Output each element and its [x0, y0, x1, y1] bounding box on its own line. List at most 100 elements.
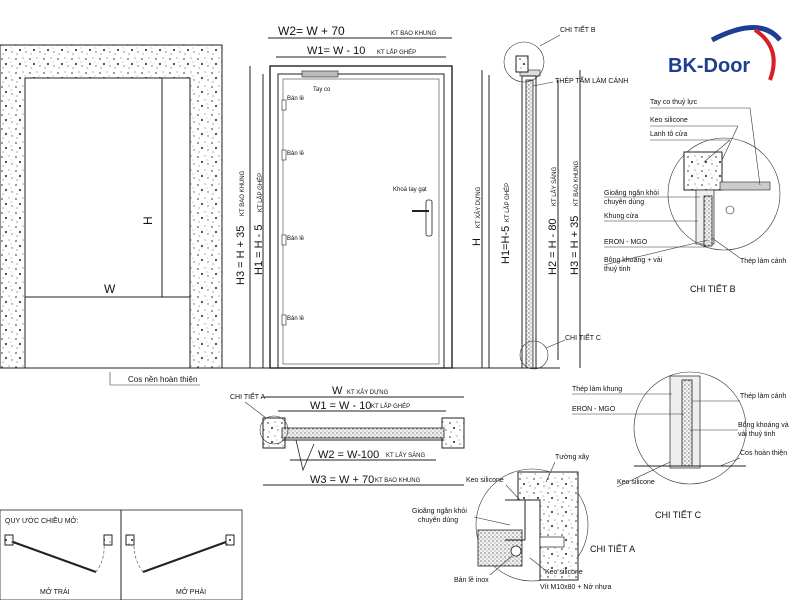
- lintel-section: [683, 151, 723, 191]
- detail-a-tag: CHI TIẾT A: [230, 391, 265, 401]
- plan-w-note: KT XÂY DỰNG: [347, 389, 389, 396]
- detail-b-label-2: Keo silicone: [650, 117, 688, 124]
- h3-dim: H3 = H + 35: [235, 226, 247, 285]
- plan-w2-note: KT LẤY SÁNG: [386, 452, 425, 459]
- hinge-3: [281, 234, 287, 246]
- section-h-label: H: [471, 238, 483, 246]
- detail-a: Tường xây Keo silicone Gioăng ngăn khói …: [412, 454, 635, 591]
- detail-b-label-8: Thép làm cánh: [740, 258, 786, 265]
- detail-a-label-6: Vít M10x80 + Nở nhựa: [540, 583, 611, 591]
- plan-w2-dim: W2 = W-100: [318, 449, 379, 461]
- frame-profile-a: [505, 499, 526, 541]
- wall-opening: [24, 77, 191, 369]
- hinge-label-4: Bản lề: [287, 316, 305, 322]
- width-label: W: [104, 282, 116, 296]
- plan-w3-dim: W3 = W + 70: [310, 474, 374, 486]
- door-closer: [301, 70, 339, 78]
- h3-note: KT BAO KHUNG: [240, 170, 246, 216]
- logo-swoosh-red: [753, 28, 776, 81]
- detail-c-label-5: Cos hoàn thiện: [740, 450, 787, 457]
- hinge-label-3: Bản lề: [287, 236, 305, 242]
- detail-c-callout: [519, 340, 549, 370]
- logo-text: BK-Door: [668, 55, 750, 77]
- detail-c-label-4b: vải thuỷ tinh: [738, 431, 775, 438]
- section-h3-dim: H3 = H + 35: [569, 216, 581, 275]
- detail-b-label-3: Lanh tô cửa: [650, 130, 687, 138]
- detail-c-label-1: Thép làm khung: [572, 386, 622, 393]
- door-frame: [269, 65, 453, 369]
- detail-a-label-3a: Gioăng ngăn khói: [412, 508, 467, 515]
- detail-c-label-3: ERON - MGO: [572, 406, 616, 413]
- section-h1-note: KT LẮP GHÉP: [503, 183, 511, 222]
- legend-right: MỞ PHẢI: [176, 587, 206, 596]
- w2-dim: W2= W + 70: [278, 24, 345, 38]
- detail-a-label-2: Keo silicone: [466, 477, 504, 484]
- legend-left: MỞ TRÁI: [40, 587, 70, 596]
- detail-a-label-4: Bản lề inox: [454, 575, 489, 584]
- detail-a-label-5: Keo silicone: [545, 569, 583, 576]
- detail-b-circle: [667, 137, 781, 251]
- legend-title: QUY ƯỚC CHIỀU MỞ:: [5, 515, 79, 525]
- detail-c-tag: CHI TIẾT C: [565, 332, 601, 342]
- detail-a-callout: [259, 415, 289, 445]
- hinge-4: [281, 314, 287, 326]
- door-plan-section: CHI TIẾT A W KT XÂY DỰNG W1 = W - 10 KT …: [230, 385, 465, 486]
- detail-b: Tay co thuỷ lực Keo silicone Lanh tô cửa…: [603, 99, 786, 294]
- logo-swoosh-blue: [710, 25, 782, 43]
- right-swing-leaf: [142, 541, 227, 573]
- detail-c-label-2: Thép làm cánh: [740, 393, 786, 400]
- brand-logo: BK-Door: [668, 25, 782, 81]
- leaf-core-c: [681, 379, 693, 467]
- detail-c-label-6: Keo silicone: [617, 479, 655, 486]
- detail-b-callout: [503, 41, 545, 83]
- plan-wall-right: [441, 417, 465, 449]
- closer-label: Tay co: [313, 87, 331, 93]
- detail-c-title: CHI TIẾT C: [655, 510, 702, 520]
- detail-b-labels: Tay co thuỷ lực Keo silicone Lanh tô cửa…: [603, 99, 786, 273]
- hinge-2: [281, 149, 287, 161]
- section-h1-dim: H1=H-5: [500, 226, 512, 264]
- plan-w1-note: KT LẮP GHÉP: [371, 402, 410, 410]
- detail-a-label-3b: chuyên dùng: [418, 517, 458, 524]
- h1-note: KT LẮP GHÉP: [256, 173, 264, 212]
- section-h2-note: KT LẤY SÁNG: [551, 167, 558, 206]
- plan-w3-note: KT BAO KHUNG: [375, 478, 421, 484]
- hinge-label-1: Bản lề: [287, 96, 305, 102]
- detail-b-title: CHI TIẾT B: [690, 284, 736, 294]
- hinge-pin: [510, 545, 522, 557]
- w1-note: KT LẮP GHÉP: [377, 48, 416, 56]
- detail-b-label-1: Tay co thuỷ lực: [650, 99, 698, 106]
- section-h2-dim: H2 = H - 80: [547, 218, 559, 275]
- detail-b-label-5: Khung cửa: [604, 212, 638, 220]
- detail-a-labels: Tường xây Keo silicone Gioăng ngăn khói …: [412, 454, 611, 591]
- lock-plate: [425, 199, 433, 237]
- detail-b-label-4a: Gioăng ngăn khói: [604, 190, 659, 197]
- detail-b-label-4b: chuyên dùng: [604, 199, 644, 206]
- detail-c: Thép làm khung Thép làm cánh ERON - MGO …: [572, 371, 789, 520]
- detail-a-title: CHI TIẾT A: [590, 544, 635, 554]
- w2-note: KT BAO KHUNG: [391, 31, 437, 37]
- steel-sheet-label: THÉP TẤM LÀM CÁNH: [555, 75, 628, 85]
- leaf-core: [525, 79, 534, 369]
- h1-dim: H1 = H - 5: [253, 225, 265, 275]
- detail-b-label-7b: thuỷ tinh: [604, 266, 631, 273]
- door-front-elevation: W2= W + 70 KT BAO KHUNG W1= W - 10 KT LẮ…: [235, 24, 453, 369]
- w1-dim: W1= W - 10: [307, 45, 365, 57]
- leaf-core-b: [703, 195, 713, 247]
- door-vertical-section: CHI TIẾT B THÉP TẤM LÀM CÁNH CHI TIẾT C …: [471, 24, 628, 370]
- section-h-note: KT XÂY DỰNG: [475, 186, 482, 228]
- detail-c-labels: Thép làm khung Thép làm cánh ERON - MGO …: [572, 386, 789, 488]
- detail-a-circle: [475, 468, 589, 582]
- masonry-wall-a: [517, 471, 579, 581]
- plan-leaf: [281, 427, 445, 439]
- screw-anchor: [539, 536, 565, 548]
- detail-c-label-4a: Bông khoáng và: [738, 422, 789, 429]
- closer-arm: [719, 181, 771, 191]
- plan-w1-dim: W1 = W - 10: [310, 400, 371, 412]
- height-label: H: [141, 216, 155, 225]
- hinge-label-2: Bản lề: [287, 151, 305, 157]
- plan-w-dim: W: [332, 385, 343, 397]
- lock-label: Khoá tay gạt: [393, 187, 427, 193]
